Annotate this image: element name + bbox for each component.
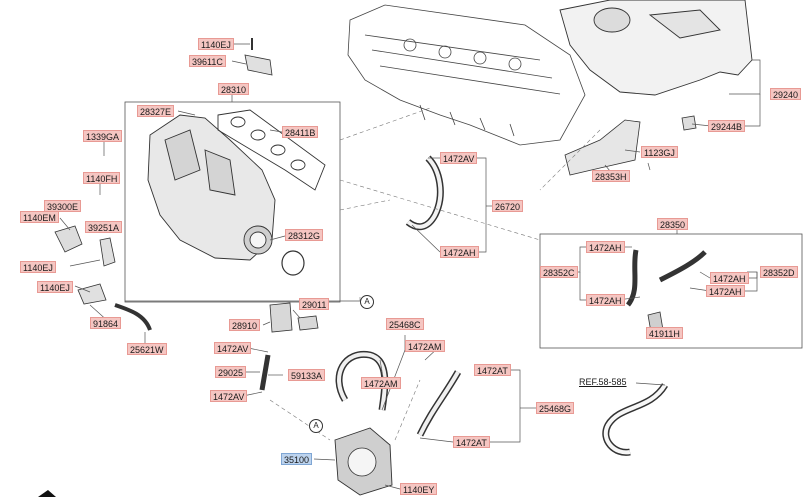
- label-1472av-a[interactable]: 1472AV: [214, 342, 252, 354]
- ref-58-585-link[interactable]: REF.58-585: [579, 377, 627, 387]
- label-25468c[interactable]: 25468C: [386, 318, 424, 330]
- vacuum-hose-box: [539, 233, 803, 349]
- label-28310[interactable]: 28310: [218, 83, 250, 95]
- label-28352d[interactable]: 28352D: [760, 266, 798, 278]
- label-91864[interactable]: 91864: [90, 317, 122, 329]
- hose-25621w: [114, 303, 152, 331]
- label-25621w[interactable]: 25621W: [127, 343, 167, 355]
- label-35100[interactable]: 35100: [281, 453, 313, 465]
- hose-29025: [259, 354, 271, 391]
- label-29011[interactable]: 29011: [299, 298, 330, 310]
- connector-29011: [297, 315, 319, 331]
- label-1140ej-mid[interactable]: 1140EJ: [20, 261, 56, 273]
- ground-mark: [38, 490, 56, 497]
- cylinder-head: [347, 4, 586, 146]
- label-1472at-a[interactable]: 1472AT: [474, 364, 511, 376]
- label-28353h[interactable]: 28353H: [592, 170, 630, 182]
- label-26720[interactable]: 26720: [492, 200, 524, 212]
- label-1472av-top[interactable]: 1472AV: [440, 152, 478, 164]
- label-28352c[interactable]: 28352C: [540, 266, 578, 278]
- cover-grommet: [681, 115, 697, 131]
- manifold-gasket: [217, 109, 326, 191]
- label-1140ej-low[interactable]: 1140EJ: [37, 281, 73, 293]
- intake-manifold: [147, 114, 276, 261]
- intake-manifold-box: [124, 101, 341, 303]
- bracket-91864: [77, 283, 107, 305]
- label-29240[interactable]: 29240: [770, 88, 802, 100]
- label-29244b[interactable]: 29244B: [708, 120, 746, 132]
- label-1472ah-box4[interactable]: 1472AH: [706, 285, 745, 297]
- label-29025[interactable]: 29025: [215, 366, 247, 378]
- label-1140ey[interactable]: 1140EY: [400, 483, 438, 495]
- label-1472ah-mid[interactable]: 1472AH: [440, 246, 479, 258]
- label-1123gj[interactable]: 1123GJ: [641, 146, 678, 158]
- callout-a-upper: A: [360, 295, 374, 309]
- label-39251a[interactable]: 39251A: [85, 221, 123, 233]
- label-28910[interactable]: 28910: [229, 319, 261, 331]
- label-1472av-b[interactable]: 1472AV: [210, 390, 248, 402]
- label-28411b[interactable]: 28411B: [282, 126, 319, 138]
- label-28327e[interactable]: 28327E: [137, 105, 175, 117]
- label-59133a[interactable]: 59133A: [288, 369, 326, 381]
- label-25468g[interactable]: 25468G: [536, 402, 575, 414]
- label-1472am-b[interactable]: 1472AM: [361, 377, 401, 389]
- callout-a-lower: A: [309, 419, 323, 433]
- label-1140em[interactable]: 1140EM: [20, 211, 59, 223]
- vacuum-hose-left: [625, 249, 639, 307]
- bracket-39251a: [99, 237, 116, 267]
- dashed-connectors: [269, 107, 601, 441]
- label-1472at-b[interactable]: 1472AT: [453, 436, 490, 448]
- label-1140fh[interactable]: 1140FH: [83, 172, 121, 184]
- throttle-gasket-ring: [281, 250, 305, 276]
- sensor-39300e: [54, 225, 83, 253]
- vacuum-hose-right: [658, 250, 707, 283]
- label-1472ah-box3[interactable]: 1472AH: [710, 272, 749, 284]
- label-28312g[interactable]: 28312G: [285, 229, 324, 241]
- label-1339ga[interactable]: 1339GA: [83, 130, 123, 142]
- pcv-valve: [269, 302, 293, 333]
- label-39611c[interactable]: 39611C: [189, 55, 226, 67]
- label-1472ah-box2[interactable]: 1472AH: [586, 294, 625, 306]
- heat-shield-bracket: [564, 119, 641, 176]
- label-41911h[interactable]: 41911H: [646, 327, 683, 339]
- label-28350[interactable]: 28350: [657, 218, 689, 230]
- label-1472am-a[interactable]: 1472AM: [405, 340, 445, 352]
- engine-cover: [559, 0, 753, 96]
- label-1472ah-box1[interactable]: 1472AH: [586, 241, 625, 253]
- label-1140ej-top[interactable]: 1140EJ: [198, 38, 234, 50]
- label-39300e[interactable]: 39300E: [44, 200, 82, 212]
- bracket-39611c: [244, 54, 273, 76]
